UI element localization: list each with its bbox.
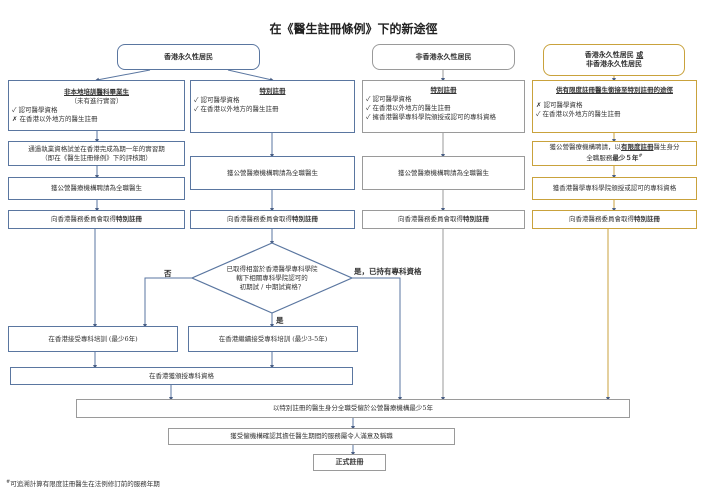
arrow xyxy=(143,277,192,328)
label: 向香港醫務委員會取得 xyxy=(569,215,634,223)
label: 在香港接受專科培訓 (最少6年) xyxy=(48,334,138,343)
yes-specialist-label: 是，已持有專科資格 xyxy=(354,267,422,276)
limited-registration-service-step: 獲公營醫療機構聘請，以有限度註冊醫生身分 全職服務最少５年# xyxy=(532,141,697,166)
label: 向香港醫務委員會取得特別註冊 xyxy=(569,215,660,224)
special-registration-step: 向香港醫務委員會取得特別註冊 xyxy=(8,210,185,229)
label: 在香港獲頒授專科資格 xyxy=(149,371,214,380)
specialist-awarded-step: 在香港獲頒授專科資格 xyxy=(10,367,353,385)
label: 在香港繼續接受專科培訓 (最少3-5年) xyxy=(218,334,328,343)
label: 獲公營醫療機構聘請，以有限度註冊醫生身分 xyxy=(550,143,680,152)
footnote-mark: # xyxy=(6,478,11,485)
label: 非香港永久性居民 xyxy=(586,60,642,68)
label: 香港永久性居民 xyxy=(164,52,213,61)
full-registration: 正式註冊 xyxy=(313,454,386,471)
label: 全職服務 xyxy=(586,154,613,163)
special-registration-step: 向香港醫務委員會取得特別註冊 xyxy=(532,210,697,229)
no-label: 否 xyxy=(164,269,172,278)
employment-step: 獲公營醫療機構聘請為全職醫生 xyxy=(190,156,355,190)
limited-registration-pathway-box: 供有限度註冊醫生銜接至特別註冊的途徑 ✗ 認可醫學資格 ✓ 在香港以外地方的醫生… xyxy=(532,80,697,133)
requirement-item: ✓ 認可醫學資格 xyxy=(366,95,412,103)
non-local-graduate-box: 非本地培訓醫科畢業生 （未有進行實習） ✓ 認可醫學資格 ✗ 在香港以外地方的醫… xyxy=(8,80,185,131)
footnote: #可追溯計算有限度註冊醫生在法例修訂前的服務年期 xyxy=(6,478,160,488)
arrow xyxy=(227,69,274,82)
arrow xyxy=(95,69,151,82)
label: 特別註冊 xyxy=(634,215,660,223)
footnote-text: 可追溯計算有限度註冊醫生在法例修訂前的服務年期 xyxy=(10,480,160,488)
label: 向香港醫務委員會取得特別註冊 xyxy=(51,215,142,224)
label: 香港永久性居民 xyxy=(584,51,634,59)
start-either-resident: 香港永久性居民 或 非香港永久性居民 xyxy=(543,44,685,76)
specialist-training-6-years: 在香港接受專科培訓 (最少6年) xyxy=(8,326,178,352)
special-registration-step: 向香港醫務委員會取得特別註冊 xyxy=(362,210,525,229)
label: 香港永久性居民 或 xyxy=(585,51,643,60)
label: 特別註冊 xyxy=(463,215,489,223)
heading: 非本地培訓醫科畢業生 xyxy=(64,87,129,96)
special-registration-box: 特別註冊 ✓ 認可醫學資格 ✓ 在香港以外地方的醫生註冊 xyxy=(190,80,355,133)
employer-confirmation-step: 獲受僱機構確認其擔任醫生期間的服務屬令人滿意及稱職 xyxy=(168,428,455,445)
yes-label: 是 xyxy=(276,316,284,325)
public-service-5-years-step: 以特別註冊的醫生身分全職受僱於公營醫療機構最少5年 xyxy=(76,399,630,418)
decision-diamond xyxy=(190,242,354,314)
footnote-mark: # xyxy=(638,153,643,160)
label: 獲公營醫療機構聘請，以 xyxy=(549,143,622,152)
specialist-qualification-step: 獲香港醫學專科學院頒授或認可的專科資格 xyxy=(532,177,697,200)
label: 有限度註冊 xyxy=(621,143,654,152)
label: 獲公營醫療機構聘請為全職醫生 xyxy=(51,184,142,192)
label: 初期試 / 中期試資格？ xyxy=(239,282,305,291)
heading: 特別註冊 xyxy=(259,87,286,95)
label: 通過執業資格試並在香港完成為期一年的實習期 xyxy=(28,144,165,153)
label: 全職服務最少５年# xyxy=(586,152,642,163)
requirement-item: ✓ 在香港以外地方的醫生註冊 xyxy=(536,110,621,118)
requirement-item: ✓ 擁香港醫學專科學院頒授或認可的專科資格 xyxy=(366,113,497,121)
label: 獲公營醫療機構聘請為全職醫生 xyxy=(227,168,318,177)
label: 向香港醫務委員會取得 xyxy=(51,215,116,223)
page-title: 在《醫生註冊條例》下的新途徑 xyxy=(269,22,438,36)
requirement-item: ✓ 認可醫學資格 xyxy=(194,96,240,104)
label: 獲香港醫學專科學院頒授或認可的專科資格 xyxy=(552,184,677,192)
label: 醫生身分 xyxy=(653,143,680,152)
internship-step: 通過執業資格試並在香港完成為期一年的實習期 （即在《醫生註冊條例》下的評核期） xyxy=(8,141,185,166)
label: 向香港醫務委員會取得 xyxy=(227,215,292,223)
requirement-item: ✓ 在香港以外地方的醫生註冊 xyxy=(194,105,279,113)
heading: 供有限度註冊醫生銜接至特別註冊的途徑 xyxy=(556,86,673,94)
label: 轄下相關專科學院認可的 xyxy=(236,273,308,282)
requirement-item: ✗ 認可醫學資格 xyxy=(536,101,583,109)
employment-step: 獲公營醫療機構聘請為全職醫生 xyxy=(8,177,185,200)
heading: 特別註冊 xyxy=(430,86,457,94)
label: 向香港醫務委員會取得特別註冊 xyxy=(227,215,318,224)
start-non-permanent-resident: 非香港永久性居民 xyxy=(372,44,515,70)
special-registration-step: 向香港醫務委員會取得特別註冊 xyxy=(190,210,355,229)
requirement-item: ✗ 在香港以外地方的醫生註冊 xyxy=(12,114,98,123)
label: 已取得相當於香港醫學專科學院 xyxy=(226,264,318,273)
label: 特別註冊 xyxy=(292,215,318,223)
requirement-item: ✓ 在香港以外地方的醫生註冊 xyxy=(366,104,451,112)
arrow xyxy=(352,277,402,401)
label: 向香港醫務委員會取得 xyxy=(398,215,463,223)
label: 獲公營醫療機構聘請為全職醫生 xyxy=(398,168,489,177)
special-registration-specialist-box: 特別註冊 ✓ 認可醫學資格 ✓ 在香港以外地方的醫生註冊 ✓ 擁香港醫學專科學院… xyxy=(362,80,525,133)
subheading: （未有進行實習） xyxy=(70,96,123,105)
label: 特別註冊 xyxy=(116,215,142,223)
label: 最少５年 xyxy=(612,154,639,163)
or-label: 或 xyxy=(636,51,644,59)
decision-question: 已取得相當於香港醫學專科學院 轄下相關專科學院認可的 初期試 / 中期試資格？ xyxy=(212,262,332,294)
label: 正式註冊 xyxy=(335,458,364,466)
start-permanent-resident: 香港永久性居民 xyxy=(117,44,260,70)
label: 向香港醫務委員會取得特別註冊 xyxy=(398,215,489,224)
requirement-item: ✓ 認可醫學資格 xyxy=(12,105,58,114)
employment-step: 獲公營醫療機構聘請為全職醫生 xyxy=(362,156,525,190)
label: 以特別註冊的醫生身分全職受僱於公營醫療機構最少5年 xyxy=(272,404,434,412)
label: （即在《醫生註冊條例》下的評核期） xyxy=(41,153,152,162)
label: 獲受僱機構確認其擔任醫生期間的服務屬令人滿意及稱職 xyxy=(230,432,393,440)
label: 非香港永久性居民 xyxy=(415,52,472,61)
specialist-training-3-5-years: 在香港繼續接受專科培訓 (最少3-5年) xyxy=(188,326,358,352)
